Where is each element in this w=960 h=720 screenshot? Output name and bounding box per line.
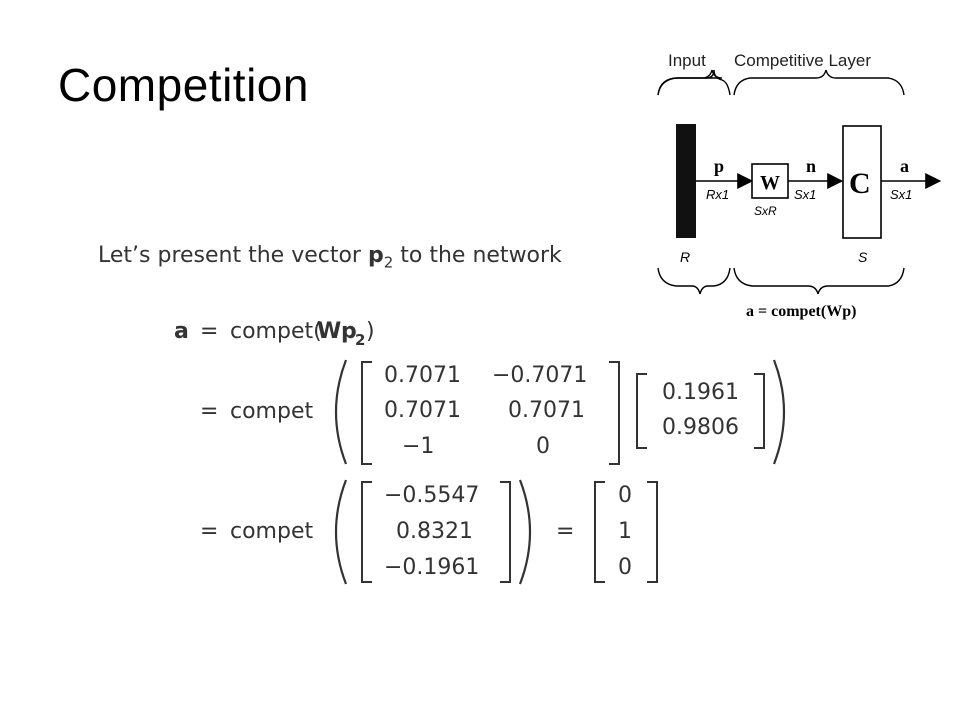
matrix-w-left-bracket <box>361 361 372 465</box>
w-22: 0.7071 <box>508 398 585 423</box>
weight-matrix: 0.7071 −0.7071 0.7071 0.7071 −1 0 <box>384 363 587 459</box>
dim-a: Sx1 <box>890 187 912 202</box>
eq1-vector: p <box>341 319 357 344</box>
net-input-left-bracket <box>361 481 372 583</box>
output-vector: 0 1 0 <box>618 483 632 580</box>
eq1-lhs: a <box>174 319 189 344</box>
signal-p: p <box>714 156 724 176</box>
transfer-label: C <box>849 167 871 200</box>
output-right-bracket <box>647 481 658 583</box>
dim-w: SxR <box>754 204 777 218</box>
vector-subscript: 2 <box>383 253 394 272</box>
p-2: 0.9806 <box>662 415 739 440</box>
eq3-result-equals: = <box>556 519 574 544</box>
eq2-func: compet <box>230 399 313 424</box>
p-1: 0.1961 <box>662 380 739 405</box>
eq3-left-paren <box>334 479 348 585</box>
eq2-equals: = <box>200 399 218 424</box>
input-vector: 0.1961 0.9806 <box>662 380 739 440</box>
layer-bottom-brace <box>733 267 905 295</box>
layer-label: Competitive Layer <box>734 51 871 70</box>
net-input-right-bracket <box>500 481 511 583</box>
intro-text-after: to the network <box>400 243 562 268</box>
eq2-right-paren <box>772 359 786 465</box>
input-label: Input <box>668 51 706 70</box>
weight-box <box>751 163 789 199</box>
vector-symbol: p <box>367 243 384 268</box>
intro-sentence: Let’s present the vector p2 to the netwo… <box>98 243 562 271</box>
a-2: 1 <box>618 519 632 544</box>
eq1-func: compet( <box>230 319 322 344</box>
slide-title: Competition <box>58 59 309 111</box>
weight-label: W <box>760 172 780 194</box>
w-11: 0.7071 <box>384 363 461 388</box>
layer-size-label: S <box>858 249 868 265</box>
input-size-label: R <box>680 249 690 265</box>
w-21: 0.7071 <box>384 398 461 423</box>
n-1: −0.5547 <box>384 483 479 508</box>
diagram-equation: a = compet(Wp) <box>746 303 856 320</box>
signal-n: n <box>806 156 816 176</box>
eq3-func: compet <box>230 519 313 544</box>
w-31: −1 <box>402 434 434 459</box>
eq1-subscript: 2 <box>355 331 365 349</box>
competitive-network-diagram: Input Competitive Layer p Rx1 W SxR n Sx… <box>657 51 942 320</box>
w-12: −0.7071 <box>492 363 587 388</box>
w-32: 0 <box>536 434 550 459</box>
dim-n: Sx1 <box>794 187 816 202</box>
dim-p: Rx1 <box>706 187 729 202</box>
eq3-equals: = <box>200 519 218 544</box>
signal-a: a <box>900 156 909 176</box>
intro-text: Let’s present the vector <box>98 243 361 268</box>
n-3: −0.1961 <box>384 555 479 580</box>
a-1: 0 <box>618 483 632 508</box>
vector-p-right-bracket <box>754 373 765 449</box>
eq2-left-paren <box>334 359 348 465</box>
vector-p-left-bracket <box>636 373 647 449</box>
matrix-w-right-bracket <box>609 361 620 465</box>
net-input-vector: −0.5547 0.8321 −0.1961 <box>384 483 479 580</box>
eq3-right-paren <box>518 479 532 585</box>
input-bottom-brace <box>657 267 731 295</box>
layer-top-brace <box>733 69 905 96</box>
output-left-bracket <box>594 481 605 583</box>
transfer-box <box>842 125 882 239</box>
eq1-close: ) <box>366 319 375 344</box>
eq1-weight: W <box>317 319 341 344</box>
input-bar <box>676 124 696 238</box>
eq1-equals: = <box>200 319 218 344</box>
n-2: 0.8321 <box>396 519 473 544</box>
a-3: 0 <box>618 555 632 580</box>
